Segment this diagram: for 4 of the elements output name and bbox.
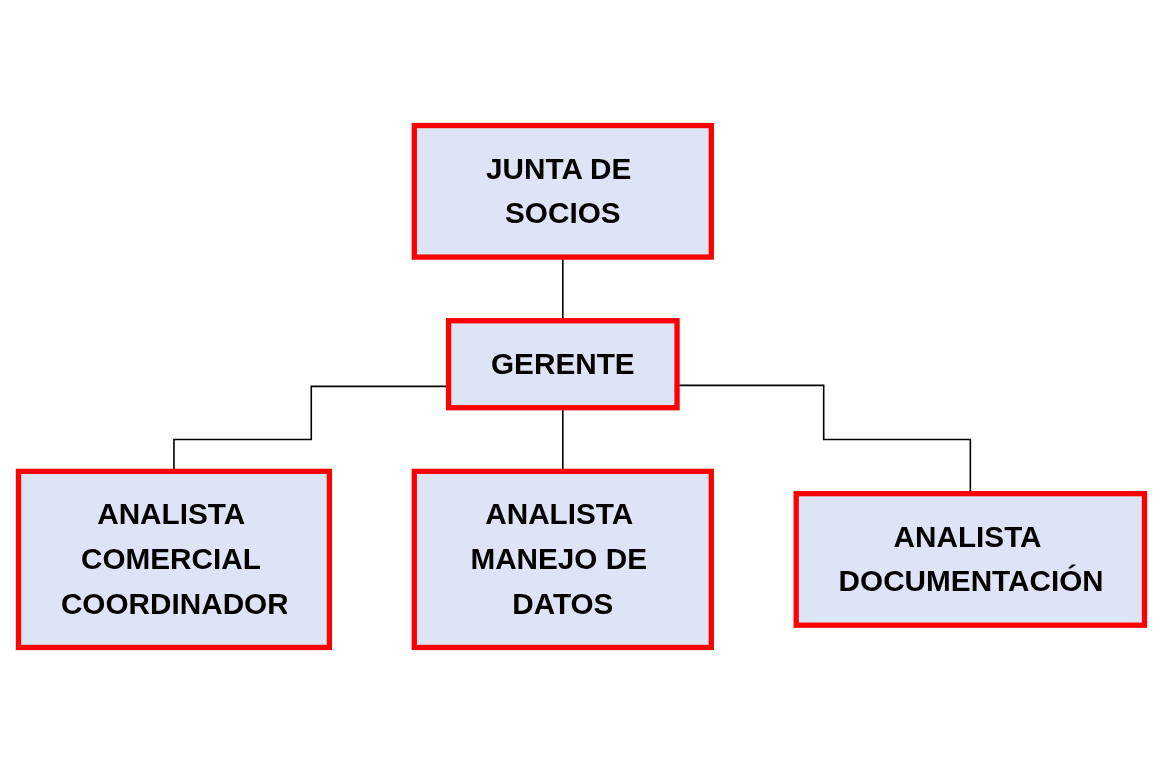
node-box: JUNTA DE SOCIOS (411, 122, 714, 260)
node-box: ANALISTA DOCUMENTACIÓN (793, 491, 1148, 628)
node-box: GERENTE (445, 318, 680, 411)
node-box: ANALISTA MANEJO DE DATOS (411, 468, 714, 651)
